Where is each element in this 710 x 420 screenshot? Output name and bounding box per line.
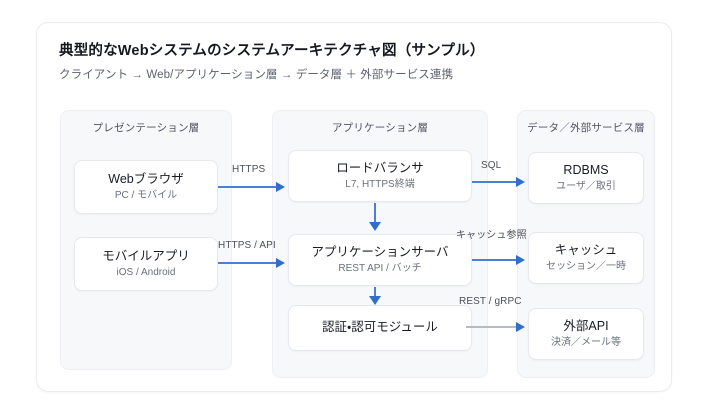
node-load-balancer[interactable]: ロードバランサ L7, HTTPS終端 <box>288 150 472 202</box>
node-web-browser-title: Webブラウザ <box>108 171 184 186</box>
node-rdbms-title: RDBMS <box>563 162 609 177</box>
node-mobile-app-title: モバイルアプリ <box>102 248 190 263</box>
arrowhead-down-icon <box>369 296 381 305</box>
arrowhead-right-icon <box>516 255 525 265</box>
node-cache-subtitle: セッション／一時 <box>546 261 626 273</box>
node-mobile-app[interactable]: モバイルアプリ iOS / Android <box>74 237 218 291</box>
connector-browser-to-loadbalancer-label: HTTPS <box>232 164 266 175</box>
node-external-api-subtitle: 決済／メール等 <box>551 337 621 349</box>
connector-loadbalancer-to-rdbms-label: SQL <box>481 160 502 171</box>
node-mobile-app-subtitle: iOS / Android <box>116 267 176 279</box>
connector-appserver-to-cache-label: キャッシュ参照 <box>456 230 527 241</box>
node-load-balancer-subtitle: L7, HTTPS終端 <box>345 179 415 191</box>
lane-application-title: アプリケーション層 <box>331 122 429 134</box>
diagram-subtitle: クライアント → Web/アプリケーション層 → データ層 ＋ 外部サービス連携 <box>59 69 454 81</box>
node-app-server-subtitle: REST API / バッチ <box>338 263 422 275</box>
node-cache-title: キャッシュ <box>554 242 618 257</box>
arrowhead-right-icon <box>516 177 525 187</box>
connector-auth-to-externalapi-line <box>466 326 518 328</box>
node-web-browser-subtitle: PC / モバイル <box>114 190 178 202</box>
connector-browser-to-loadbalancer-line <box>218 186 278 188</box>
connector-mobile-to-appserver-label: HTTPS / API <box>218 240 276 251</box>
lane-data-title: データ／外部サービス層 <box>527 122 645 134</box>
arrowhead-right-icon <box>276 258 285 268</box>
connector-auth-to-externalapi-label: REST / gRPC <box>459 296 522 307</box>
node-load-balancer-title: ロードバランサ <box>336 160 424 175</box>
connector-mobile-to-appserver-line <box>218 262 278 264</box>
diagram-title: 典型的なWebシステムのシステムアーキテクチャ図（サンプル） <box>59 43 485 59</box>
arrowhead-down-icon <box>369 222 381 231</box>
node-app-server-title: アプリケーションサーバ <box>311 244 449 259</box>
node-rdbms[interactable]: RDBMS ユーザ／取引 <box>528 152 644 204</box>
connector-loadbalancer-to-appserver-line <box>374 203 376 225</box>
connector-loadbalancer-to-rdbms-line <box>472 181 518 183</box>
node-external-api-title: 外部API <box>563 318 609 333</box>
connector-appserver-to-cache-line <box>472 259 518 261</box>
node-app-server[interactable]: アプリケーションサーバ REST API / バッチ <box>288 234 472 286</box>
node-web-browser[interactable]: Webブラウザ PC / モバイル <box>74 160 218 214</box>
arrowhead-right-icon <box>516 322 525 332</box>
node-cache[interactable]: キャッシュ セッション／一時 <box>528 232 644 284</box>
node-auth-module-title: 認証・認可モジュール <box>322 320 438 335</box>
lane-presentation-title: プレゼンテーション層 <box>92 122 200 134</box>
connector-appserver-to-auth-line <box>374 287 376 299</box>
node-auth-module[interactable]: 認証・認可モジュール <box>288 305 472 351</box>
node-rdbms-subtitle: ユーザ／取引 <box>556 181 616 193</box>
node-external-api[interactable]: 外部API 決済／メール等 <box>528 308 644 360</box>
arrowhead-right-icon <box>276 182 285 192</box>
